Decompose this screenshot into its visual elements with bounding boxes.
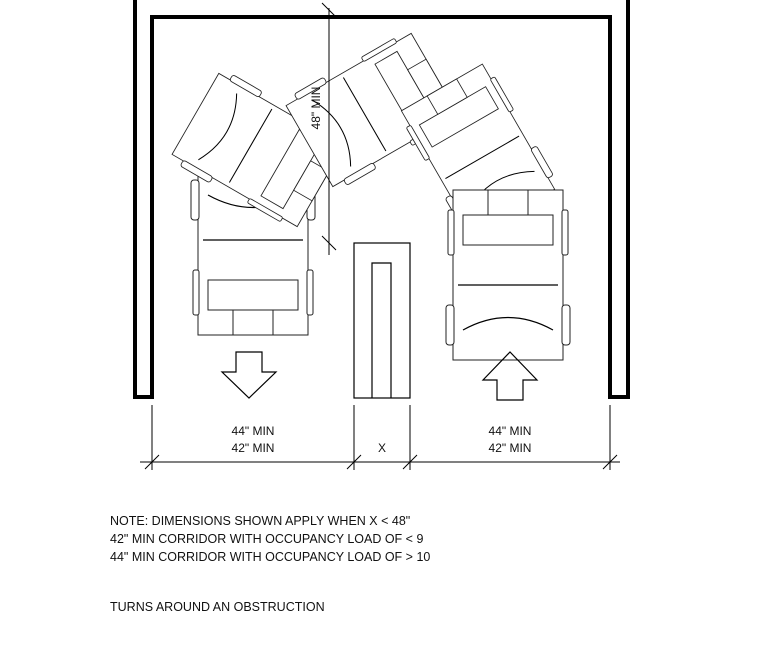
- left-width-label-1: 44" MIN: [232, 424, 275, 438]
- note-line: 44" MIN CORRIDOR WITH OCCUPANCY LOAD OF …: [110, 550, 431, 564]
- turn-depth-label: 48" MIN: [309, 87, 323, 130]
- arrow-up-icon: [481, 351, 539, 401]
- dimension-48-min: 48" MIN: [309, 2, 337, 255]
- wheelchair-right: [445, 189, 571, 361]
- left-width-label-2: 42" MIN: [232, 441, 275, 455]
- note-line: NOTE: DIMENSIONS SHOWN APPLY WHEN X < 48…: [110, 514, 411, 528]
- figure-caption: TURNS AROUND AN OBSTRUCTION: [110, 600, 325, 614]
- dimension-chain: 44" MIN 42" MIN X 44" MIN 42" MIN: [140, 405, 620, 470]
- obstruction: [353, 242, 411, 399]
- arrow-down-icon: [220, 351, 278, 399]
- right-width-label-1: 44" MIN: [489, 424, 532, 438]
- obstruction-width-label: X: [378, 441, 386, 455]
- right-width-label-2: 42" MIN: [489, 441, 532, 455]
- notes: NOTE: DIMENSIONS SHOWN APPLY WHEN X < 48…: [110, 512, 430, 566]
- note-line: 42" MIN CORRIDOR WITH OCCUPANCY LOAD OF …: [110, 532, 424, 546]
- corridor-walls: [133, 0, 630, 399]
